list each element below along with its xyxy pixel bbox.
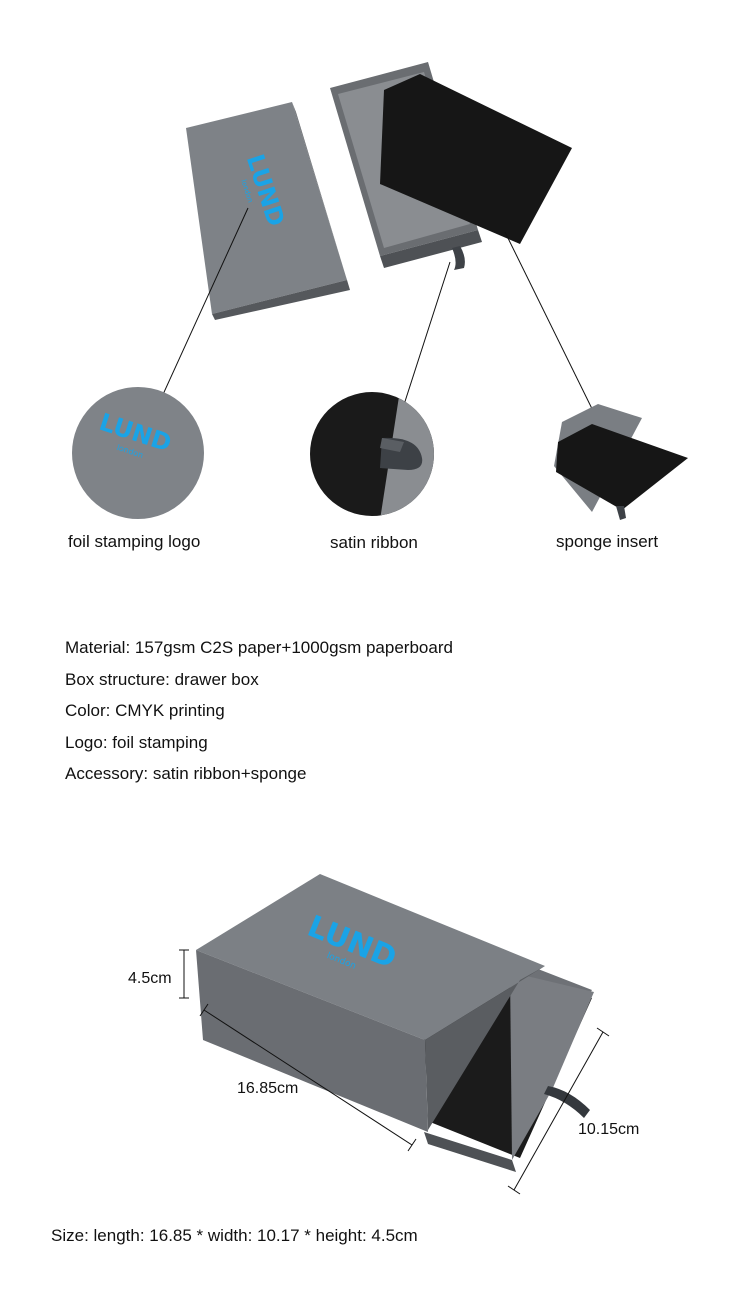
sponge-pad <box>380 74 572 244</box>
spec-structure: Box structure: drawer box <box>65 670 259 689</box>
dim-height-line <box>179 949 189 999</box>
drawer-ribbon <box>452 246 465 270</box>
product-photo-top: LUND london <box>154 62 601 449</box>
dim-length-label: 16.85cm <box>237 1080 299 1097</box>
product-photo-dimensions: LUND london <box>179 874 610 1195</box>
leader-line-sponge <box>504 231 601 426</box>
main-ribbon <box>544 1086 590 1118</box>
ribbon-zoom <box>310 392 434 516</box>
leader-line-logo <box>154 207 249 413</box>
spec-material: Material: 157gsm C2S paper+1000gsm paper… <box>65 638 453 657</box>
dim-length-line <box>199 1003 417 1152</box>
callout-label-ribbon: satin ribbon <box>330 533 418 552</box>
spec-color: Color: CMYK printing <box>65 701 225 720</box>
dim-width-label: 10.15cm <box>578 1121 640 1138</box>
sleeve-lid <box>186 102 350 320</box>
spec-logo: Logo: foil stamping <box>65 733 208 752</box>
callout-label-sponge: sponge insert <box>556 532 659 551</box>
callout-label-foil: foil stamping logo <box>68 532 201 551</box>
sleeve-main <box>196 874 545 1132</box>
foil-logo-zoom: LUND london <box>72 387 204 519</box>
dim-height-label: 4.5cm <box>128 970 172 987</box>
dim-width-line <box>507 1027 610 1195</box>
sponge-zoom <box>554 404 688 520</box>
spec-accessory: Accessory: satin ribbon+sponge <box>65 764 307 783</box>
size-summary: Size: length: 16.85 * width: 10.17 * hei… <box>51 1226 418 1245</box>
